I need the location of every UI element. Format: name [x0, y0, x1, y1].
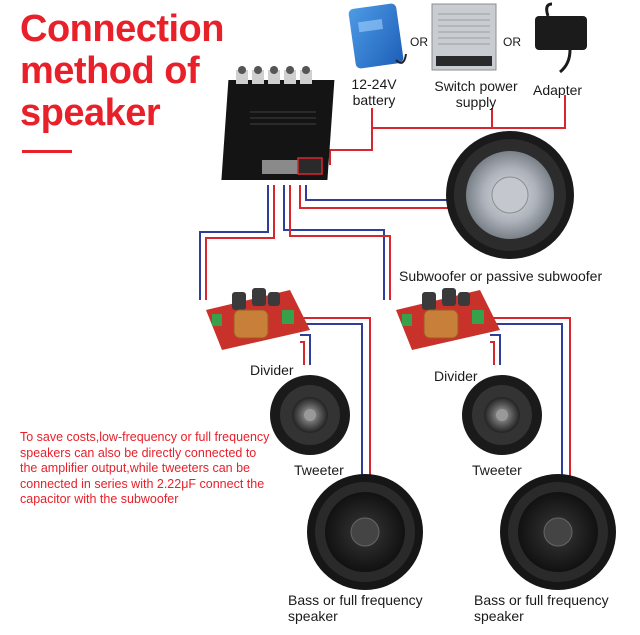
title-line-1: Connection	[20, 8, 224, 50]
divider-right-label: Divider	[434, 368, 478, 384]
subwoofer-icon	[446, 131, 574, 259]
tweeter-right-label: Tweeter	[472, 462, 522, 478]
battery-label: 12-24V battery	[351, 76, 397, 108]
divider-left-icon	[206, 288, 310, 350]
switch-power-supply-icon	[431, 3, 497, 71]
tweeter-right-icon	[462, 375, 542, 455]
or-label-1: OR	[410, 35, 428, 49]
title-underline	[22, 150, 72, 153]
battery-icon	[348, 3, 407, 69]
tweeter-left-icon	[270, 375, 350, 455]
divider-right-icon	[396, 288, 500, 350]
or-label-2: OR	[503, 35, 521, 49]
switch-supply-label: Switch power supply	[434, 78, 518, 110]
divider-left-label: Divider	[250, 362, 294, 378]
bass-speaker-left-icon	[307, 474, 423, 590]
power-wires	[329, 95, 566, 165]
page-title: Connection method of speaker	[20, 8, 280, 134]
amplifier-board-icon	[221, 66, 335, 180]
title-line-2: method of	[20, 50, 200, 92]
adapter-label: Adapter	[533, 82, 583, 98]
subwoofer-label: Subwoofer or passive subwoofer	[399, 268, 603, 284]
cost-saving-note: To save costs,low-frequency or full freq…	[20, 430, 270, 506]
title-line-3: speaker	[20, 92, 161, 134]
bass-left-label: Bass or full frequency speaker	[288, 592, 423, 624]
tweeter-left-label: Tweeter	[294, 462, 344, 478]
adapter-icon	[535, 2, 587, 74]
output-wires	[199, 185, 571, 478]
bass-speaker-right-icon	[500, 474, 616, 590]
bass-right-label: Bass or full frequency speaker	[474, 592, 609, 624]
